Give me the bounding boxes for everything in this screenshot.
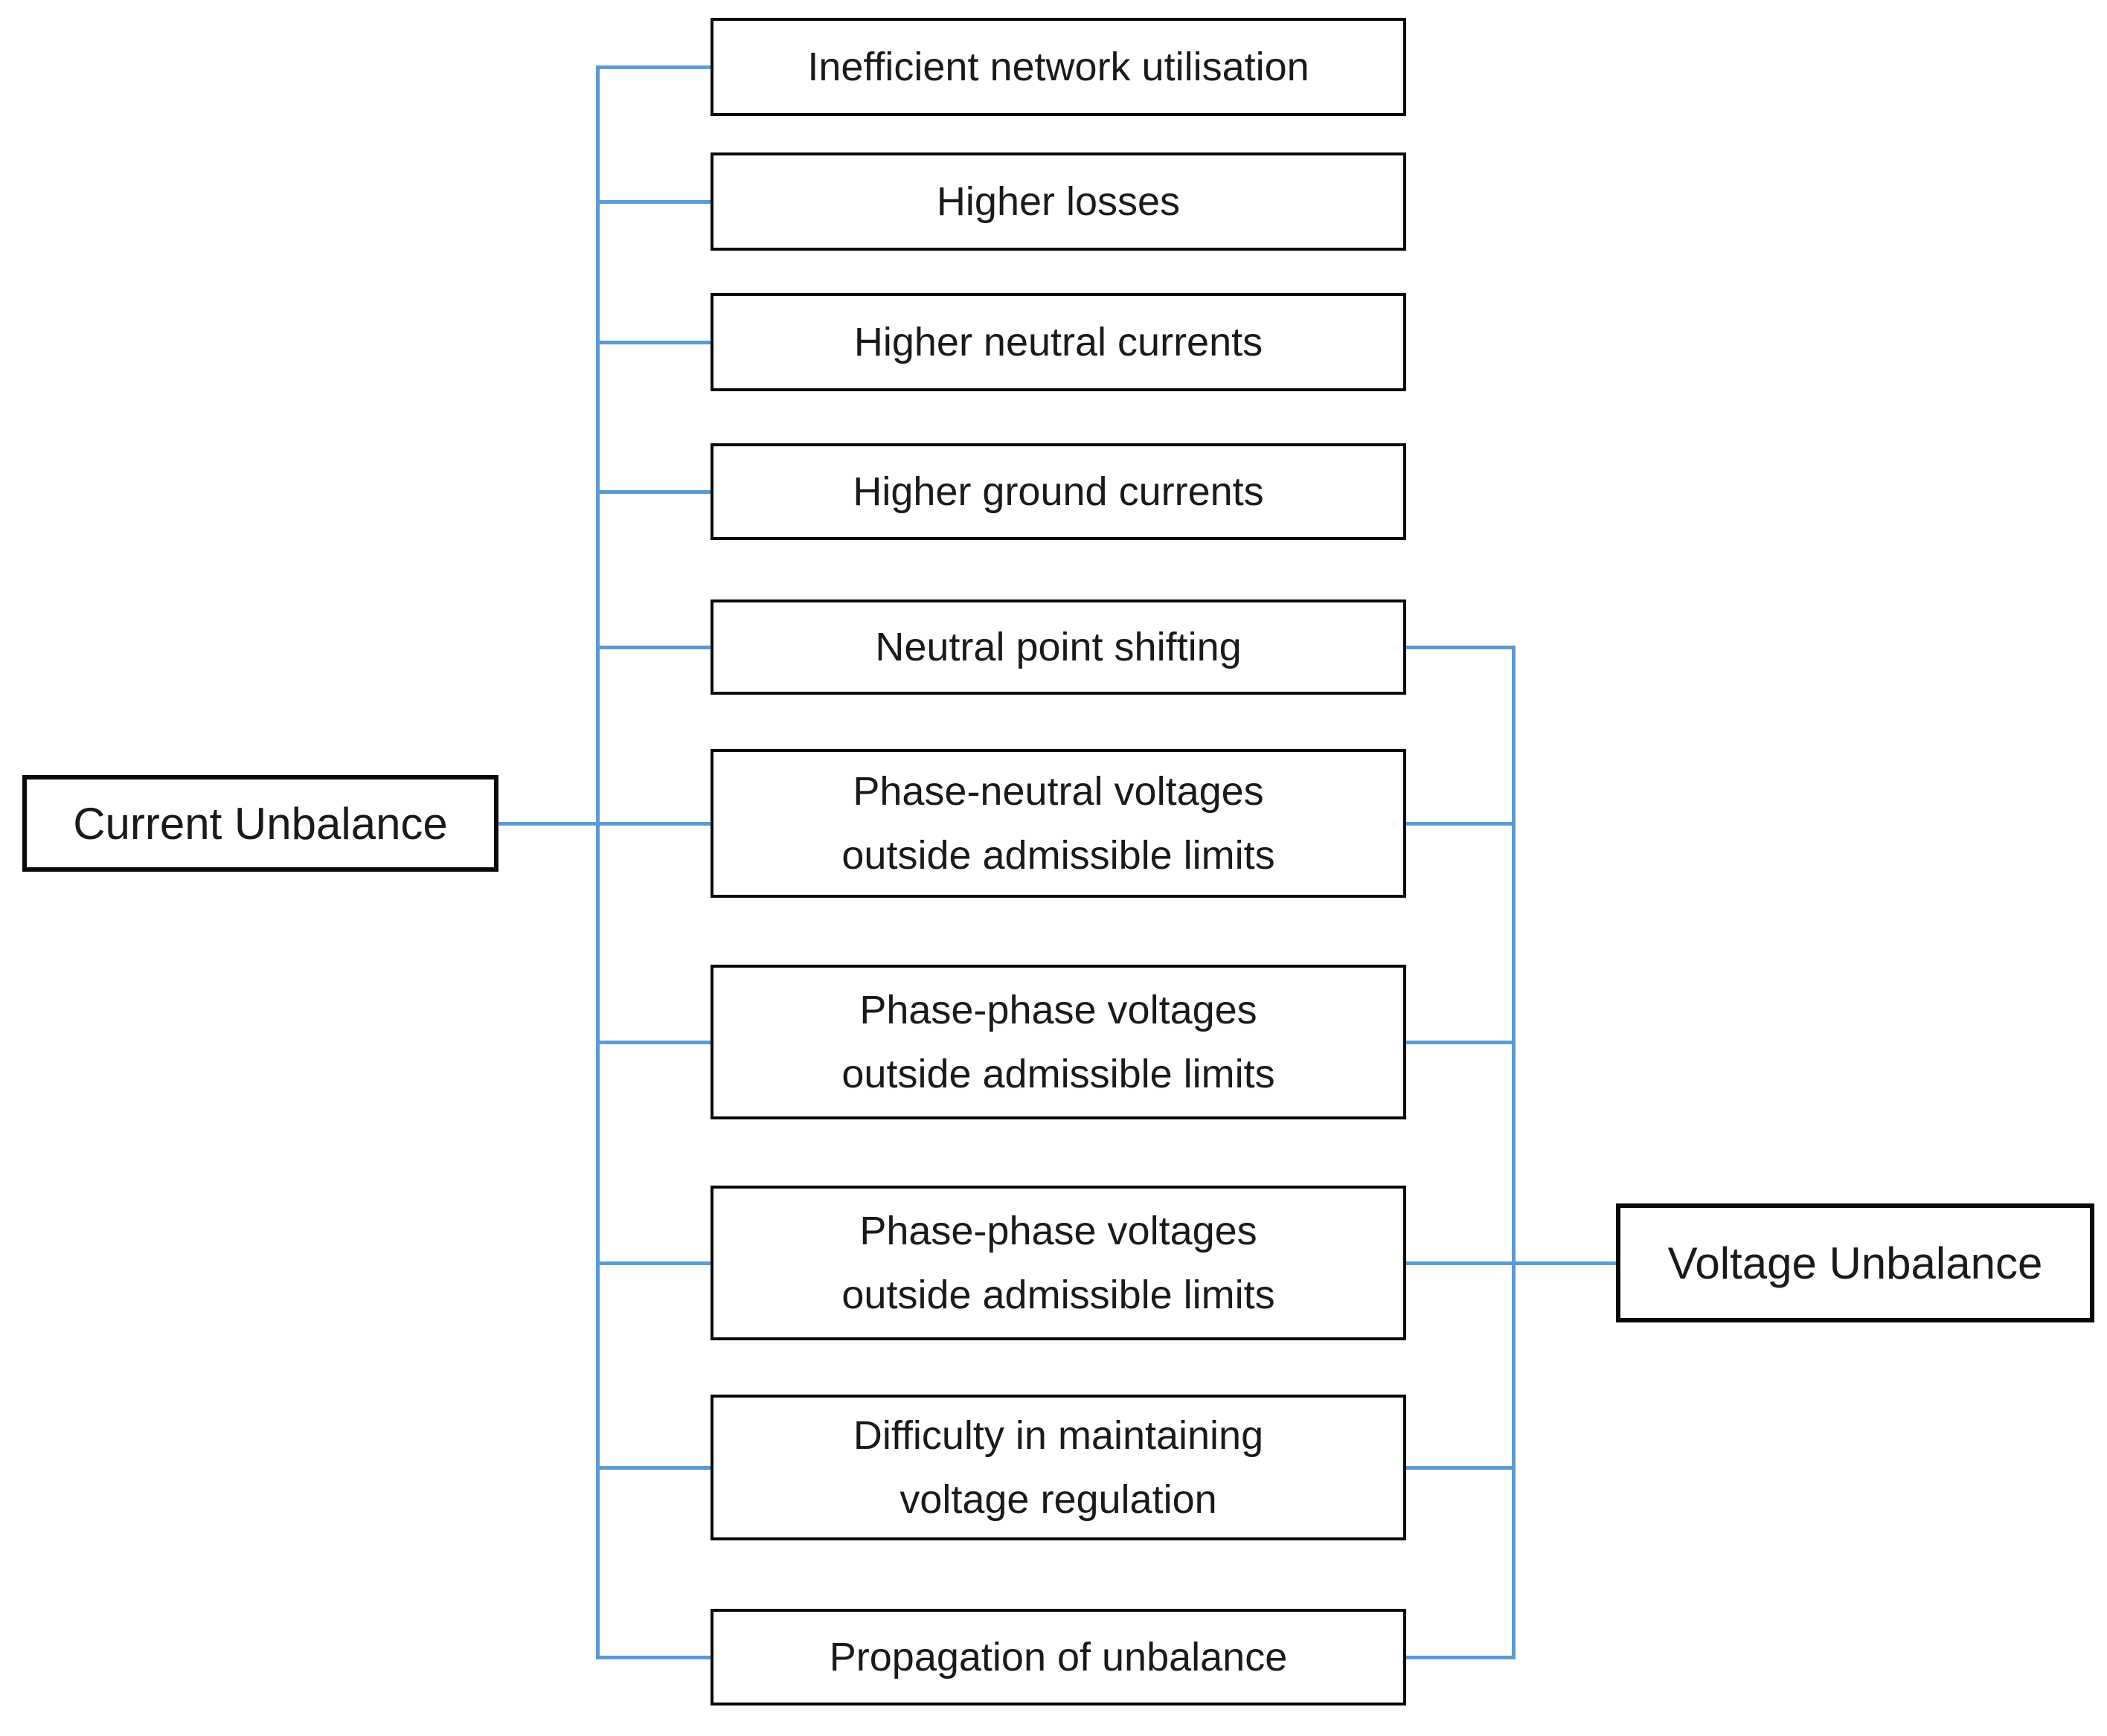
effect-box-higher-neutral-currents: Higher neutral currents [711,293,1406,391]
connector-left-stub-propagation [596,1656,711,1659]
effect-box-higher-losses: Higher losses [711,152,1406,251]
effect-box-higher-ground-currents: Higher ground currents [711,443,1406,540]
effect-box-neutral-point-shifting: Neutral point shifting [711,599,1406,695]
connector-left-stub-neutral-point-shifting [596,646,711,649]
effect-box-phase-phase-voltages-1: Phase-phase voltages outside admissible … [711,965,1406,1119]
connector-left-stub-higher-neutral-currents [596,341,711,344]
effect-box-phase-phase-voltages-2: Phase-phase voltages outside admissible … [711,1186,1406,1340]
effect-box-phase-neutral-voltages: Phase-neutral voltages outside admissibl… [711,749,1406,898]
effect-box-inefficient-network-utilisation: Inefficient network utilisation [711,18,1406,116]
connector-left-stub-higher-losses [596,200,711,204]
effect-box-difficulty-voltage-regulation: Difficulty in maintaining voltage regula… [711,1395,1406,1540]
connector-left-stub-higher-ground-currents [596,490,711,494]
effect-box-propagation-of-unbalance: Propagation of unbalance [711,1609,1406,1706]
connector-left-stub-difficulty-regulation [596,1466,711,1470]
connector-phase-phase-to-voltage-unbalance [1406,1261,1616,1265]
connector-right-stub-phase-phase-1 [1406,1041,1516,1044]
connector-right-stub-propagation [1406,1656,1516,1659]
node-current-unbalance: Current Unbalance [22,775,498,872]
connector-right-stub-neutral-point-shifting [1406,646,1516,649]
node-voltage-unbalance: Voltage Unbalance [1616,1203,2094,1322]
connector-right-stub-difficulty-regulation [1406,1466,1516,1470]
connector-left-stub-phase-phase-1 [596,1041,711,1044]
connector-right-trunk [1512,646,1516,1659]
connector-current-unbalance-to-phase-neutral [497,822,711,826]
connector-left-trunk [596,65,600,1659]
connector-left-stub-phase-phase-2 [596,1261,711,1265]
connector-left-stub-inefficient-network [596,65,711,69]
connector-right-stub-phase-neutral [1406,822,1516,826]
